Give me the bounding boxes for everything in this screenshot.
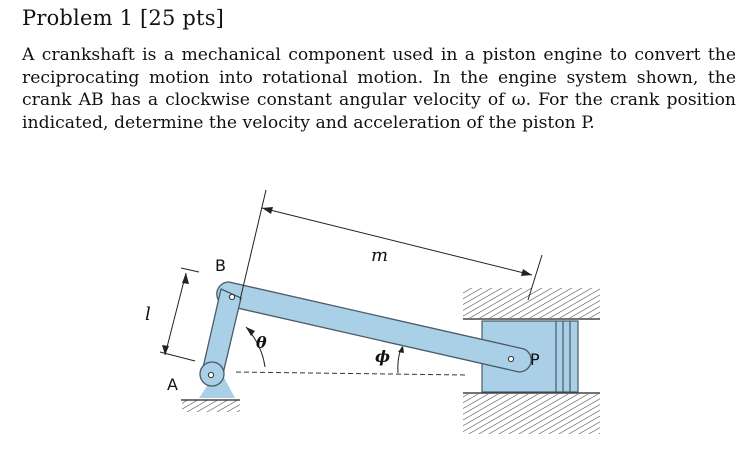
label-b: B (215, 256, 226, 275)
label-p: P (530, 350, 540, 369)
pin-b (228, 293, 236, 301)
pin-p (507, 355, 515, 363)
label-m: m (371, 245, 388, 266)
label-a: A (167, 375, 178, 394)
dimension-l (159, 267, 200, 362)
reference-dashed-line (235, 371, 466, 376)
pin-a (207, 371, 215, 379)
cylinder-wall-bottom (463, 392, 600, 434)
cylinder-wall-top (463, 288, 600, 320)
connecting-rod-bp (216, 281, 532, 373)
problem-title: Problem 1 [25 pts] (22, 6, 225, 30)
dimension-m (239, 189, 543, 301)
label-l: l (145, 304, 151, 325)
crank-ab (199, 288, 242, 387)
label-theta: θ (256, 333, 267, 352)
problem-statement: A crankshaft is a mechanical component u… (22, 45, 736, 133)
label-phi: ϕ (375, 347, 390, 366)
phi-arrowhead (398, 346, 404, 353)
theta-arrowhead (246, 327, 255, 336)
